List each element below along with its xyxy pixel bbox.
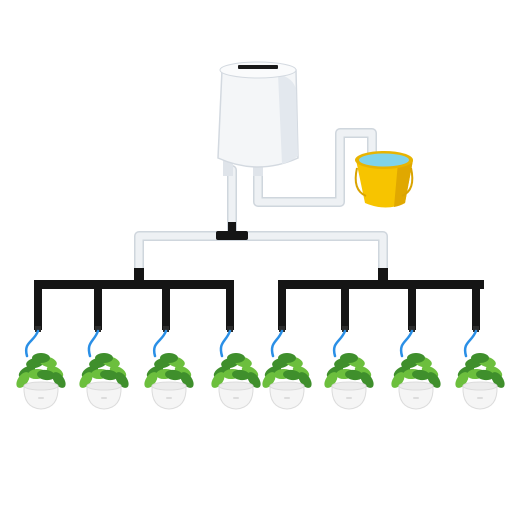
main-tee-connector bbox=[216, 231, 248, 240]
drip-nozzle bbox=[95, 326, 101, 332]
drip-line bbox=[463, 329, 478, 358]
drip-line bbox=[399, 329, 414, 358]
manifold-drop bbox=[162, 283, 170, 330]
drip-line bbox=[332, 329, 347, 358]
right-manifold-bar bbox=[278, 280, 484, 289]
potted-plant-icon bbox=[16, 353, 66, 410]
drip-nozzle bbox=[342, 326, 348, 332]
drip-nozzle bbox=[473, 326, 479, 332]
potted-plant-icon bbox=[391, 353, 441, 410]
drip-nozzle bbox=[409, 326, 415, 332]
potted-plant-icon bbox=[324, 353, 374, 410]
manifold-drop bbox=[408, 283, 416, 330]
plants bbox=[16, 353, 505, 410]
drip-nozzle bbox=[35, 326, 41, 332]
drip-lines bbox=[24, 329, 478, 358]
left-manifold-bar bbox=[34, 280, 234, 289]
drip-nozzle bbox=[279, 326, 285, 332]
drip-line bbox=[270, 329, 284, 358]
drip-line bbox=[24, 329, 40, 358]
manifold-drop bbox=[278, 283, 286, 330]
drip-nozzle bbox=[163, 326, 169, 332]
potted-plant-icon bbox=[79, 353, 129, 410]
potted-plant-icon bbox=[455, 353, 505, 410]
supply-tube bbox=[253, 128, 377, 207]
manifold-drop bbox=[94, 283, 102, 330]
device-slot bbox=[238, 65, 278, 69]
drip-line bbox=[87, 329, 100, 358]
drip-line bbox=[219, 329, 232, 358]
water-pump-icon bbox=[217, 61, 299, 176]
left-tee-connector bbox=[134, 268, 144, 282]
drip-line bbox=[152, 329, 168, 358]
drip-nozzle bbox=[227, 326, 233, 332]
black-manifolds bbox=[34, 280, 484, 289]
manifold-drops bbox=[34, 283, 480, 332]
manifold-drop bbox=[472, 283, 480, 330]
water-bucket-icon bbox=[354, 151, 414, 208]
manifold-drop bbox=[34, 283, 42, 330]
main-tee-stem bbox=[228, 222, 236, 234]
potted-plant-icon bbox=[262, 353, 312, 410]
potted-plant-icon bbox=[211, 353, 261, 410]
right-tee-connector bbox=[378, 268, 388, 282]
manifold-drop bbox=[226, 283, 234, 330]
manifold-drop bbox=[341, 283, 349, 330]
potted-plant-icon bbox=[144, 353, 194, 410]
main-white-tubes bbox=[134, 165, 388, 277]
